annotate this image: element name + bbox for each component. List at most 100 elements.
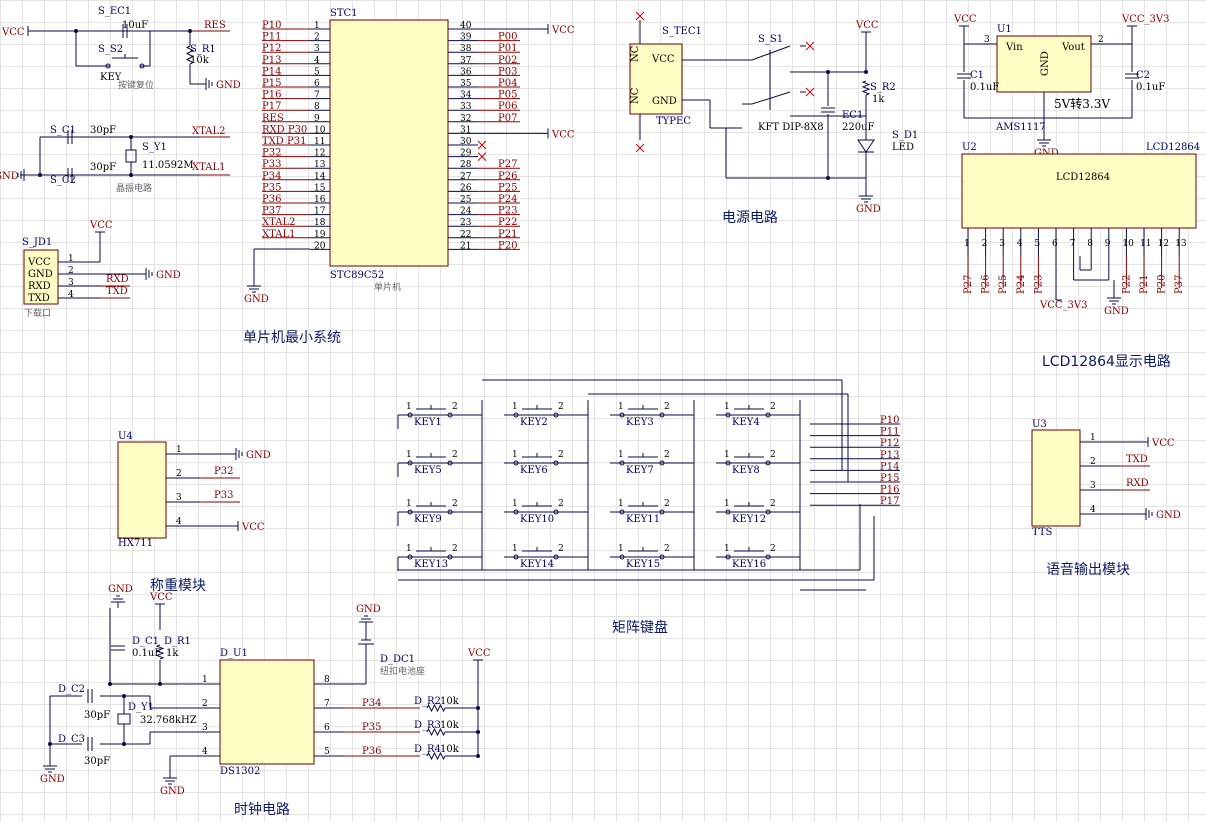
net-label-P02: P02 <box>498 55 517 66</box>
mcu-pin-number: 30 <box>460 137 472 147</box>
lcd-pin-number: 13 <box>1175 239 1187 249</box>
ds1302-pin-number: 6 <box>324 723 330 733</box>
mcu-pin-number: 36 <box>460 67 472 77</box>
gnd-label: GND <box>108 584 133 595</box>
key-contact <box>725 554 731 560</box>
tts-net-rx: TXD <box>1126 454 1148 465</box>
vcc-label: VCC <box>551 25 575 36</box>
key-KEY1: KEY1 <box>414 417 442 428</box>
gnd-label: GND <box>160 786 185 797</box>
battery-label: 纽扣电池座 <box>380 665 425 677</box>
crystal-net-xtal2: XTAL2 <box>192 126 225 137</box>
mcu-pin-number: 8 <box>314 102 320 112</box>
typec-type: TYPEC <box>656 116 691 127</box>
hx711-pin-number: 2 <box>176 469 182 479</box>
lcd-pin-number: 11 <box>1140 239 1151 249</box>
battery-designator: D_DC1 <box>380 654 415 665</box>
mcu-pin-number: 7 <box>314 91 320 101</box>
key-contact <box>513 554 519 560</box>
key-contact <box>659 554 665 560</box>
gnd-label: GND <box>246 450 271 461</box>
net-label-P37: P37 <box>262 206 281 217</box>
download-pin-number: 3 <box>68 278 74 288</box>
download-pin-TXD: TXD <box>28 293 50 304</box>
key-pin-number: 2 <box>452 450 458 460</box>
key-contact <box>619 509 625 515</box>
lcd-designator: U2 <box>962 142 977 153</box>
ds1302-pin-number: 3 <box>202 723 208 733</box>
download-pin-number: 1 <box>68 254 74 264</box>
lcd-net-P26: P26 <box>981 275 992 294</box>
ds1302-designator: D_U1 <box>220 648 248 659</box>
reset-button-designator: S_S2 <box>98 44 123 55</box>
key-contact <box>447 509 453 515</box>
key-contact <box>659 412 665 418</box>
reset-caption: 按键复位 <box>118 79 154 91</box>
ds1302-pin-number: 5 <box>324 747 330 757</box>
ds1302-net-P35: P35 <box>362 722 381 733</box>
led-designator: S_D1 <box>892 130 918 141</box>
power-cap-designator: EC1 <box>842 110 863 121</box>
lcd-section-title: LCD12864显示电路 <box>1042 354 1171 370</box>
key-pin-number: 2 <box>452 499 458 509</box>
gnd-label: GND <box>156 270 181 281</box>
regulator-pin-vout: Vout <box>1061 42 1085 53</box>
hx711-net-dt: P32 <box>214 466 233 477</box>
no-connect-mark <box>635 11 645 21</box>
ds1302-pin-number: 8 <box>324 675 330 685</box>
key-KEY11: KEY11 <box>626 514 660 525</box>
key-pin-number: 1 <box>406 544 412 554</box>
key-contact <box>407 554 413 560</box>
keypad-net-P13: P13 <box>880 450 899 461</box>
download-pin-VCC: VCC <box>27 257 51 268</box>
net-label-P14: P14 <box>262 66 281 77</box>
regulator-pin-num: 2 <box>1098 35 1104 45</box>
reset-button-label: KEY <box>100 72 122 83</box>
lcd-pin-number: 8 <box>1087 239 1093 249</box>
key-pin-number: 2 <box>452 402 458 412</box>
ds1302-pin-number: 4 <box>202 747 208 757</box>
regulator-designator: U1 <box>997 24 1012 35</box>
key-KEY15: KEY15 <box>626 559 660 570</box>
mcu-pin-number: 25 <box>460 195 472 205</box>
junction-dot <box>129 173 133 177</box>
net-label-P13: P13 <box>262 55 281 66</box>
net-label-P00: P00 <box>498 32 517 43</box>
key-contact <box>725 412 731 418</box>
mcu-designator: STC1 <box>330 8 358 19</box>
key-pin-number: 2 <box>664 450 670 460</box>
no-connect-mark <box>635 143 645 153</box>
mcu-pin-number: 31 <box>460 125 471 135</box>
crystal-c2-value: 30pF <box>90 162 116 173</box>
ds1302-body <box>219 659 315 765</box>
mcu-pin-number: 37 <box>460 56 472 66</box>
tts-pin-number: 4 <box>1090 505 1096 515</box>
keypad-section-title: 矩阵键盘 <box>612 619 668 636</box>
key-pin-number: 2 <box>664 544 670 554</box>
clock-c2-designator: D_C2 <box>58 684 85 695</box>
mcu-pin-number: 17 <box>314 207 326 217</box>
vcc-label: VCC <box>953 14 977 25</box>
key-contact <box>447 554 453 560</box>
tts-pin-number: 2 <box>1090 457 1096 467</box>
download-pin-RXD: RXD <box>28 281 51 292</box>
power-res-value: 1k <box>872 94 885 105</box>
key-pin-number: 2 <box>770 402 776 412</box>
mcu-pin-number: 5 <box>314 67 320 77</box>
key-contact <box>553 460 559 466</box>
key-contact <box>619 412 625 418</box>
lcd-pin-number: 4 <box>1017 239 1023 249</box>
net-label-P11: P11 <box>262 32 281 43</box>
regulator-part: AMS1117 <box>995 122 1046 133</box>
mcu-pin-number: 15 <box>314 183 326 193</box>
vcc-label: VCC <box>1 27 25 38</box>
resistor <box>426 703 446 713</box>
clock-r1-designator: D_R1 <box>164 636 191 647</box>
key-KEY6: KEY6 <box>520 465 548 476</box>
clock-crystal-frequency: 32.768kHZ <box>140 715 197 726</box>
regulator-c1-designator: C1 <box>970 70 984 81</box>
key-pin-number: 1 <box>724 544 730 554</box>
key-contact <box>765 460 771 466</box>
ds1302-net-P36: P36 <box>362 746 381 757</box>
vcc-label: VCC <box>467 648 491 659</box>
